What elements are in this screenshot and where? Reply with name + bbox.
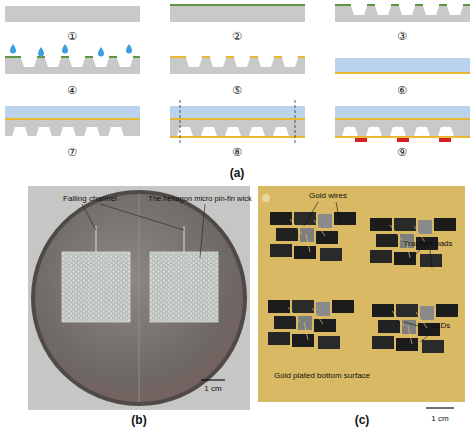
photo-mark [262,194,270,202]
silicon-wafer [170,6,305,22]
step-2-sketch [170,4,305,22]
leader-line [304,202,318,226]
etched-wafer [335,6,470,22]
step-number: ⑤ [232,84,242,96]
panel-label: (c) [355,414,370,427]
bonded-stack [5,106,140,136]
step-6-sketch [335,58,470,74]
bonded-stack [170,106,305,136]
diode-cluster [372,304,458,353]
step-5-sketch [170,56,305,74]
etched-wafer [170,58,305,74]
panel-label: (b) [131,414,146,427]
step-1-sketch [5,6,140,22]
water-drop [10,44,16,54]
step-number: ① [67,30,77,42]
diode-cluster [370,218,456,267]
callout-label: Transfer pads [403,240,452,249]
callout-label: Falling channel [63,195,117,204]
step-3-sketch [335,4,470,22]
etched-wafer [5,58,140,74]
step-number: ⑥ [397,84,407,96]
dicing-line [139,194,140,402]
diode-cluster [270,212,356,261]
photo-background [28,186,250,410]
leader-line [430,250,432,268]
leader-line [200,204,205,258]
wafer [35,194,243,402]
leader-line [100,204,184,230]
callout-label: Gold plated bottom surface [274,372,370,381]
gold-layer [335,136,470,138]
panel-label: (a) [230,167,245,180]
step-9-sketch [335,106,470,142]
water-drop [98,47,104,57]
step-4-sketch [5,44,140,74]
wick-square [150,252,218,322]
diode-pad [397,138,409,142]
diode-cluster [268,300,354,349]
leader-line [420,334,430,342]
scale-label: 1 cm [431,415,448,424]
step-number: ⑨ [397,146,407,158]
water-drop [126,44,132,54]
gold-layer [170,136,305,138]
wick-square [62,252,130,322]
step-number: ③ [397,30,407,42]
leader-line [404,322,432,330]
leader-line [82,204,96,230]
gold-layer [335,72,470,74]
dicing-line [295,100,296,144]
callout-label: Gold wires [309,192,347,201]
leader-line [408,250,420,262]
mask-layer [335,4,470,6]
step-number: ⑧ [232,146,242,158]
photo-background [258,186,465,402]
silicon-wafer [5,6,140,22]
step-number: ② [232,30,242,42]
dicing-line [180,100,181,144]
scale-label: 1 cm [204,385,221,394]
wafer-edge [31,190,247,406]
step-number: ④ [67,84,77,96]
callout-label: SBDs [430,322,450,331]
diode-pad [355,138,367,142]
mask-layer [5,56,140,58]
scale-bar [426,407,454,408]
leader-line [336,202,340,222]
step-7-sketch [5,106,140,136]
mask-layer [170,4,305,6]
step-8-sketch [170,100,305,144]
diode-pad [439,138,451,142]
step-number: ⑦ [67,146,77,158]
gold-layer [170,56,305,58]
water-drop [38,47,44,57]
scale-bar [201,379,225,380]
glass-plate [335,58,470,72]
bonded-stack [335,106,470,136]
callout-label: The hexagon micro pin-fin wick [148,195,251,203]
water-drop [62,44,68,54]
